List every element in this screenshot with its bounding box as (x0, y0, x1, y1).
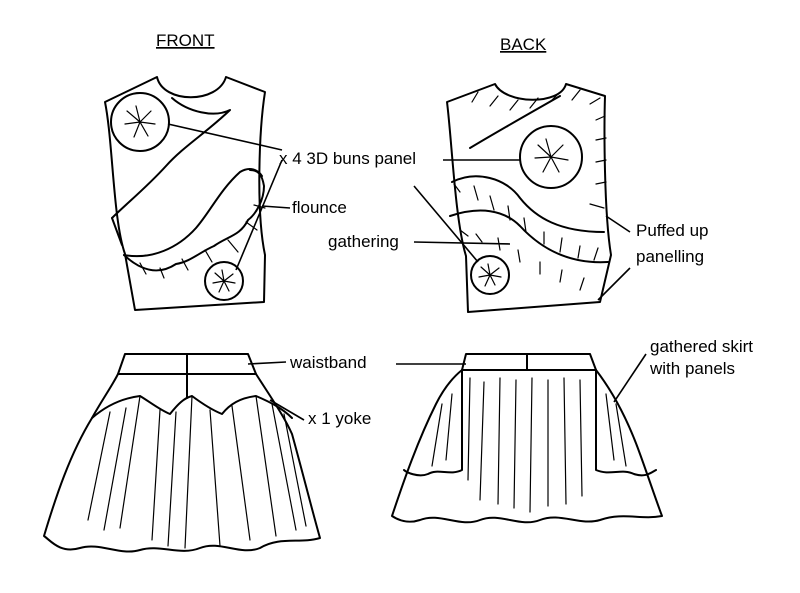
front-skirt (43, 353, 321, 553)
back-bun-top (519, 125, 583, 189)
label-waistband: waistband (289, 353, 367, 372)
label-puffed-line2: panelling (636, 247, 704, 266)
label-flounce: flounce (292, 198, 347, 217)
back-bodice (446, 83, 612, 313)
label-skirt-line1: gathered skirt (650, 337, 753, 356)
label-puffed-line1: Puffed up (636, 221, 708, 240)
label-yoke: x 1 yoke (308, 409, 371, 428)
back-bun-bottom (470, 255, 510, 295)
back-header: BACK (500, 35, 547, 54)
label-gathering: gathering (328, 232, 399, 251)
label-buns-panel: x 4 3D buns panel (279, 149, 416, 168)
leader-lines (167, 123, 647, 421)
label-skirt-line2: with panels (649, 359, 735, 378)
back-skirt (391, 353, 663, 524)
front-bun-bottom (204, 261, 244, 301)
front-bun-top (110, 92, 170, 152)
front-bodice (104, 76, 266, 311)
front-header: FRONT (156, 31, 215, 50)
